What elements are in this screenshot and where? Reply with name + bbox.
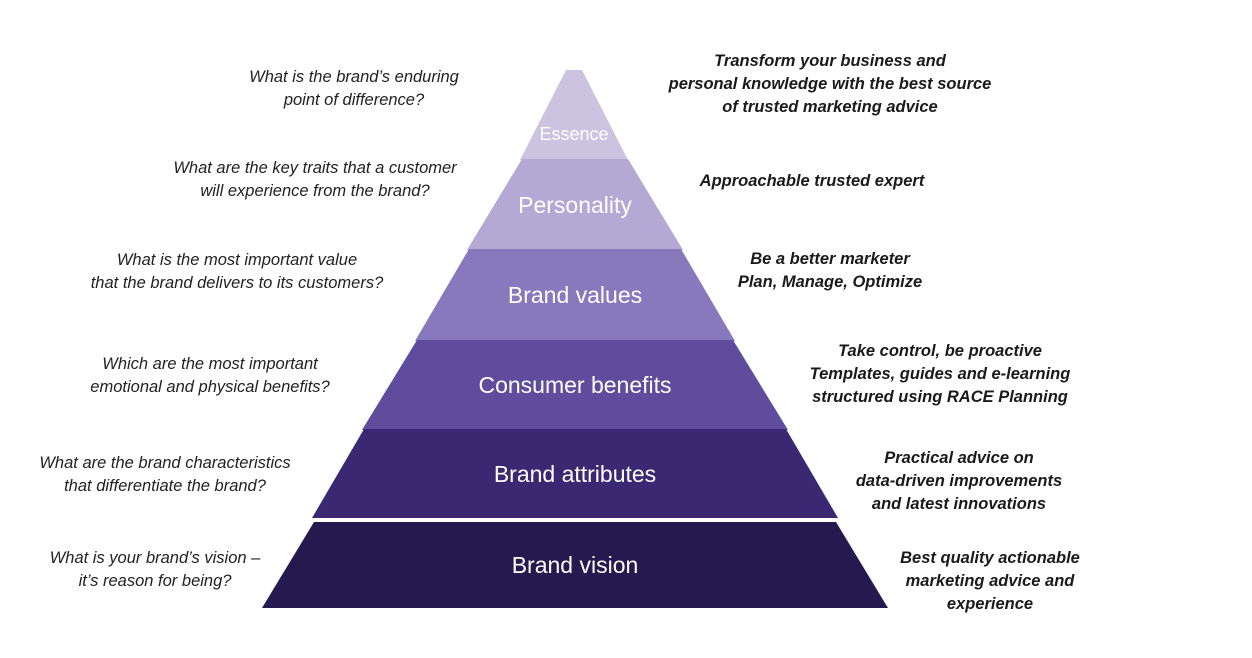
level-essence-label: Essence (539, 124, 608, 144)
answer-brand-attributes: Practical advice on data-driven improvem… (855, 449, 1063, 513)
answer-consumer-benefits: Take control, be proactive Templates, gu… (809, 342, 1071, 406)
question-brand-values: What is the most important value that th… (90, 251, 384, 292)
question-brand-vision: What is your brand’s vision – it’s reaso… (49, 549, 261, 590)
answer-brand-values: Be a better marketer Plan, Manage, Optim… (737, 250, 923, 291)
level-brand-values-shape (415, 249, 735, 341)
answer-personality: Approachable trusted expert (699, 172, 925, 190)
level-brand-attributes-shape (312, 429, 838, 518)
level-consumer-benefits-label: Consumer benefits (478, 372, 671, 398)
answer-brand-vision: Best quality actionable marketing advice… (900, 549, 1080, 613)
level-consumer-benefits-shape (362, 340, 788, 430)
question-brand-attributes: What are the brand characteristics that … (39, 454, 291, 495)
level-essence-shape (520, 70, 628, 160)
level-brand-vision-label: Brand vision (512, 552, 639, 578)
level-brand-vision-shape (262, 522, 888, 608)
level-personality-shape (467, 159, 683, 250)
answer-essence: Transform your business and personal kno… (668, 52, 992, 116)
level-personality-label: Personality (518, 192, 632, 218)
level-brand-values-label: Brand values (508, 282, 642, 308)
question-consumer-benefits: Which are the most important emotional a… (90, 355, 330, 396)
question-essence: What is the brand’s enduring point of di… (249, 68, 459, 109)
level-brand-attributes-label: Brand attributes (494, 461, 656, 487)
question-personality: What are the key traits that a customer … (173, 159, 457, 200)
